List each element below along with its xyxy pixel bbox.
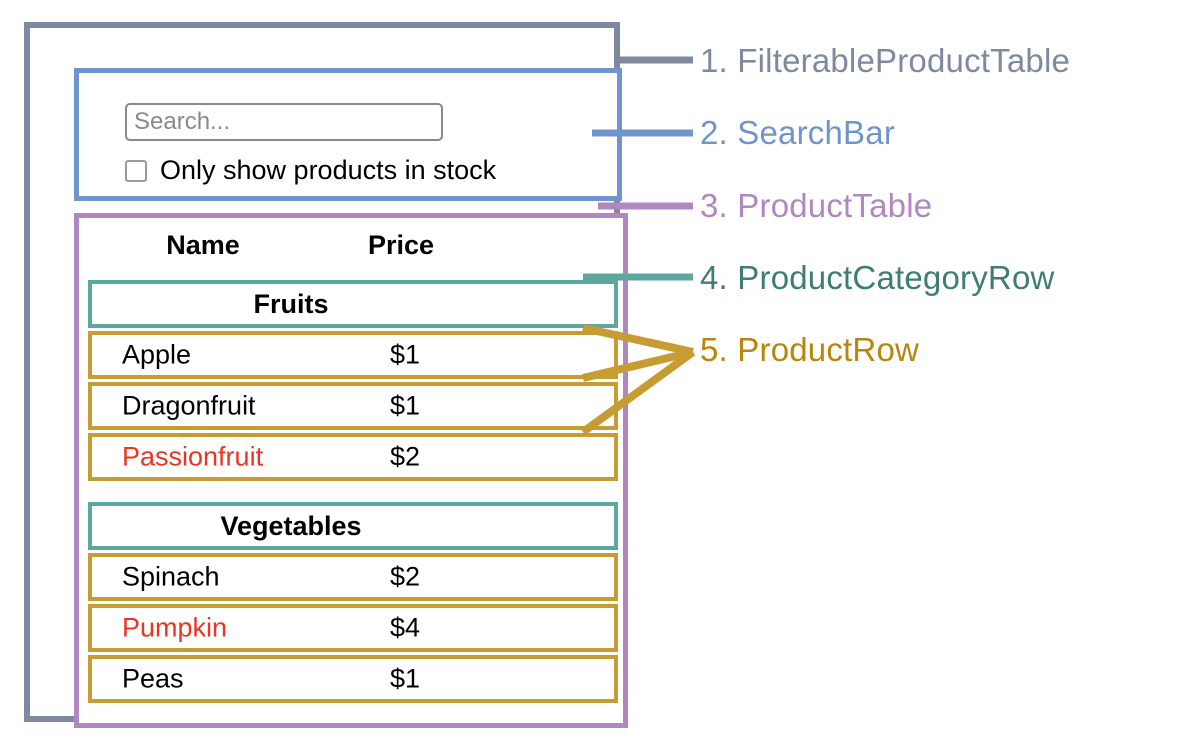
product-row: Apple $1	[88, 331, 618, 379]
annotation-label-product-row: 5. ProductRow	[700, 331, 920, 368]
column-header-price: Price	[368, 230, 435, 260]
filterable-product-table-box: Only show products in stock Name Price F…	[24, 22, 628, 728]
product-price: $4	[390, 612, 421, 643]
product-name: Passionfruit	[122, 441, 264, 472]
product-name: Apple	[122, 339, 192, 370]
product-category-label: Fruits	[253, 288, 329, 319]
annotation-label-search-bar: 2. SearchBar	[700, 114, 896, 151]
product-price: $1	[390, 663, 421, 694]
product-table-header: Name Price	[88, 222, 618, 276]
search-input[interactable]	[125, 103, 443, 141]
product-price: $1	[390, 390, 421, 421]
product-name: Dragonfruit	[122, 390, 256, 421]
search-bar-box: Only show products in stock	[74, 68, 622, 201]
in-stock-filter-row[interactable]: Only show products in stock	[125, 155, 496, 186]
product-row: Spinach $2	[88, 553, 618, 601]
product-row: Peas $1	[88, 655, 618, 703]
product-category-label: Vegetables	[220, 510, 362, 541]
group-separator	[88, 484, 618, 502]
product-name: Peas	[122, 663, 184, 694]
product-name: Pumpkin	[122, 612, 228, 643]
in-stock-checkbox-label: Only show products in stock	[160, 155, 497, 185]
annotation-label-filterable-product-table: 1. FilterableProductTable	[700, 42, 1071, 79]
annotation-label-product-category-row: 4. ProductCategoryRow	[700, 259, 1055, 296]
product-table-rows: Fruits Apple $1 Dragonfruit $1 Passionfr…	[88, 280, 618, 706]
column-header-name: Name	[166, 230, 240, 260]
product-price: $1	[390, 339, 421, 370]
annotation-label-product-table: 3. ProductTable	[700, 187, 933, 224]
product-row: Pumpkin $4	[88, 604, 618, 652]
product-row: Passionfruit $2	[88, 433, 618, 481]
product-name: Spinach	[122, 561, 220, 592]
product-price: $2	[390, 561, 421, 592]
product-category-row: Fruits	[88, 280, 618, 328]
product-table-box: Name Price Fruits Apple $1 Dragonfruit $…	[74, 213, 628, 728]
in-stock-checkbox[interactable]	[125, 159, 147, 182]
product-row: Dragonfruit $1	[88, 382, 618, 430]
product-category-row: Vegetables	[88, 502, 618, 550]
product-price: $2	[390, 441, 421, 472]
